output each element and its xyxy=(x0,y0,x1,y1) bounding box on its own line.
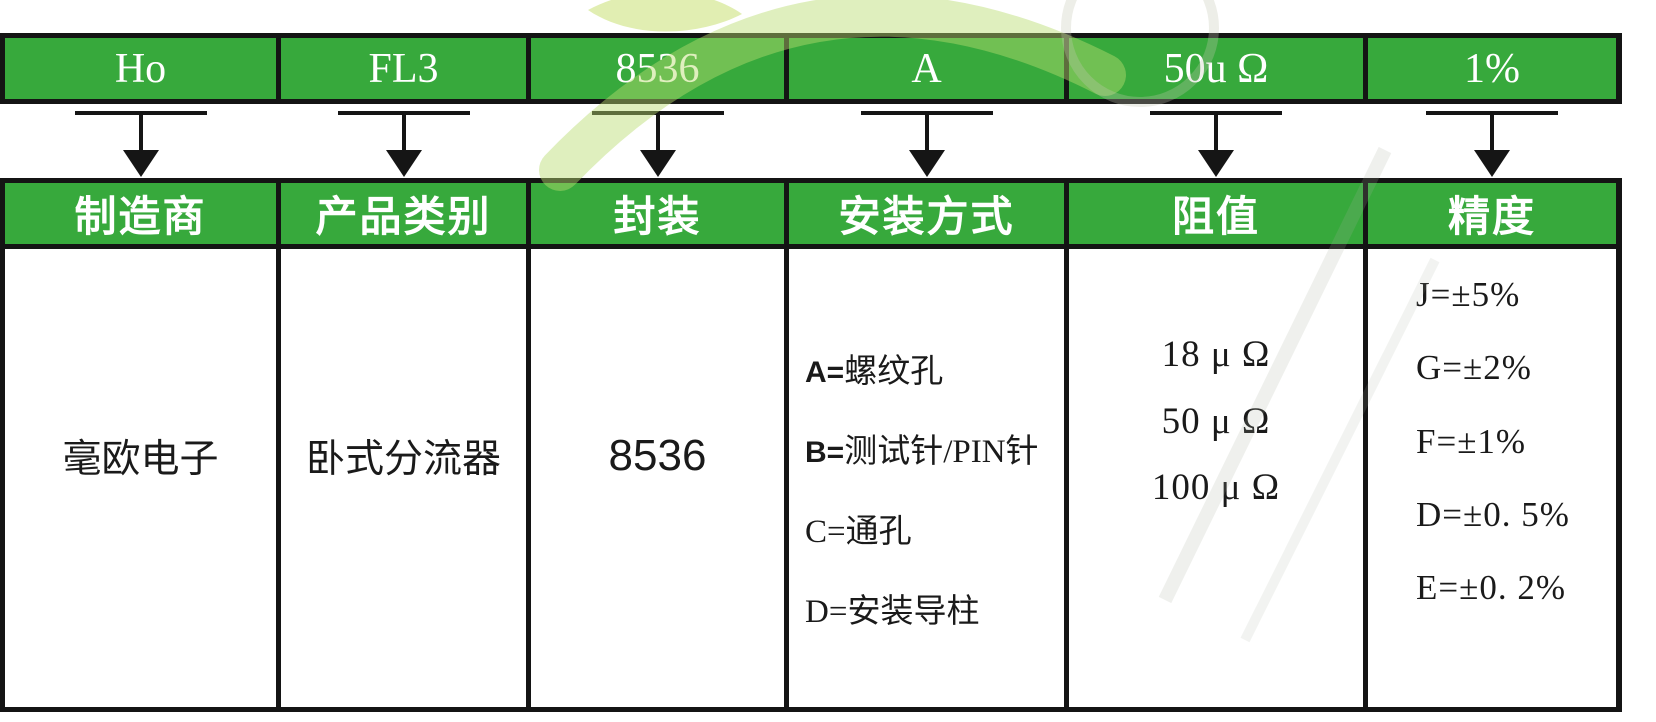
option-code: D= xyxy=(805,593,848,630)
option-line: 50 μ Ω xyxy=(1161,400,1271,442)
body-product-category: 卧式分流器 xyxy=(281,249,526,707)
arrow-shaft xyxy=(138,115,143,150)
option-line: J=±5% xyxy=(1416,275,1521,314)
option-code: B= xyxy=(805,435,845,469)
watermark-leaf xyxy=(588,0,742,32)
package-value: 8536 xyxy=(608,430,707,480)
code-cell-mounting: A xyxy=(789,38,1064,99)
code-text: 50u Ω xyxy=(1163,45,1269,92)
option-line: 18 μ Ω xyxy=(1161,334,1271,375)
option-line: E=±0. 2% xyxy=(1416,568,1566,607)
arrow-shaft xyxy=(655,115,660,150)
arrow-bar xyxy=(1426,111,1558,115)
option-line: A=螺纹孔 xyxy=(805,354,943,392)
code-text: Ho xyxy=(114,45,167,92)
arrow-down-icon xyxy=(531,104,784,178)
option-code: C= xyxy=(805,513,846,550)
code-text: 1% xyxy=(1464,45,1520,92)
body-resistance-options: 18 μ Ω 50 μ Ω 100 μ Ω xyxy=(1069,249,1363,707)
option-line: F=±1% xyxy=(1416,421,1527,461)
option-line: B=测试针/PIN针 xyxy=(805,434,1039,472)
header-tolerance: 精度 xyxy=(1368,183,1616,244)
arrow-head xyxy=(1474,150,1510,177)
option-line: 100 μ Ω xyxy=(1151,467,1281,509)
body-package: 8536 xyxy=(531,249,784,707)
arrow-head xyxy=(385,150,422,177)
option-label: 安装导柱 xyxy=(847,593,980,630)
manufacturer-value: 毫欧电子 xyxy=(62,437,219,481)
header-product-category: 产品类别 xyxy=(281,183,526,244)
option-code: A= xyxy=(805,356,845,389)
arrow-down-icon xyxy=(1069,104,1363,178)
arrow-head xyxy=(1198,150,1234,177)
code-cell-resistance: 50u Ω xyxy=(1069,38,1363,99)
body-tolerance-options: J=±5% G=±2% F=±1% D=±0. 5% E=±0. 2% xyxy=(1368,249,1616,707)
arrow-head xyxy=(639,150,676,177)
arrow-down-icon xyxy=(5,104,276,178)
option-label: 螺纹孔 xyxy=(844,354,944,390)
product-category-value: 卧式分流器 xyxy=(305,437,501,481)
arrows-row xyxy=(0,104,1622,178)
body-mounting-options: A=螺纹孔 B=测试针/PIN针 C=通孔 D=安装导柱 xyxy=(789,249,1064,707)
code-cell-tolerance: 1% xyxy=(1368,38,1616,99)
code-cell-product-category: FL3 xyxy=(281,38,526,99)
option-line: D=安装导柱 xyxy=(805,594,979,632)
body-manufacturer: 毫欧电子 xyxy=(5,249,276,707)
arrow-down-icon xyxy=(1368,104,1616,178)
arrow-down-icon xyxy=(281,104,526,178)
arrow-down-icon xyxy=(789,104,1064,178)
header-mounting: 安装方式 xyxy=(789,183,1064,244)
arrow-bar xyxy=(860,111,993,115)
code-cell-package: 8536 xyxy=(531,38,784,99)
code-text: 8536 xyxy=(615,45,700,92)
code-text: A xyxy=(911,45,942,92)
arrow-bar xyxy=(591,111,724,115)
code-row: Ho FL3 8536 A 50u Ω 1% xyxy=(0,33,1622,104)
code-text: FL3 xyxy=(368,45,439,92)
code-cell-manufacturer: Ho xyxy=(5,38,276,99)
arrow-shaft xyxy=(1214,115,1218,150)
option-line: G=±2% xyxy=(1416,348,1532,388)
header-manufacturer: 制造商 xyxy=(5,183,276,244)
arrow-head xyxy=(122,150,159,177)
arrow-shaft xyxy=(924,115,929,150)
option-line: C=通孔 xyxy=(805,514,912,552)
arrow-bar xyxy=(337,111,470,115)
option-label: 测试针/PIN针 xyxy=(844,433,1039,470)
arrow-head xyxy=(908,150,945,177)
arrow-shaft xyxy=(1490,115,1494,150)
header-package: 封装 xyxy=(531,183,784,244)
arrow-bar xyxy=(74,111,207,115)
arrow-shaft xyxy=(401,115,406,150)
arrow-bar xyxy=(1150,111,1282,115)
header-resistance: 阻值 xyxy=(1069,183,1363,244)
option-label: 通孔 xyxy=(845,513,912,550)
option-line: D=±0. 5% xyxy=(1416,494,1570,534)
legend-table: 制造商 产品类别 封装 安装方式 阻值 精度 毫欧电子 卧式分流器 8536 A… xyxy=(0,178,1622,712)
